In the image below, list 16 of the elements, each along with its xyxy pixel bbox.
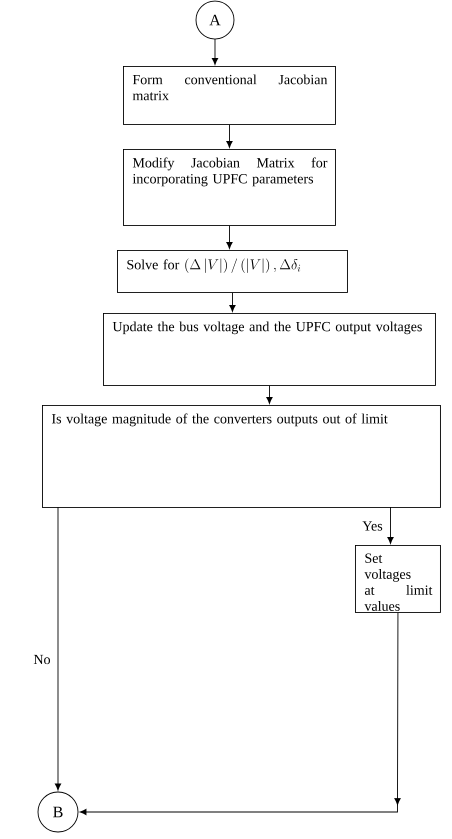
process-box: Solve for $\left(\Delta\left|V\right|\right)/\left(\left|V\right|\right),\Delta\delta_{i}$ xyxy=(117,250,348,293)
arrow xyxy=(226,225,233,249)
arrow xyxy=(229,292,236,312)
arrow xyxy=(266,385,273,404)
process-box: Modify Jacobian Matrix for incorporating UPFC parameters xyxy=(123,149,336,226)
edge-label: No xyxy=(32,654,52,666)
process-box: Set voltages at limit values xyxy=(355,545,441,613)
arrow xyxy=(212,39,218,65)
arrow xyxy=(80,612,401,816)
arrow xyxy=(54,506,62,790)
process-box: Form conventional Jacobian matrix xyxy=(123,66,336,125)
arrow xyxy=(387,506,394,544)
process-box: Is voltage magnitude of the converters outputs out of limit xyxy=(42,405,441,508)
process-box: Update the bus voltage and the UPFC output voltages xyxy=(103,313,436,386)
arrow xyxy=(226,124,233,148)
edge-label: Yes xyxy=(361,520,384,532)
